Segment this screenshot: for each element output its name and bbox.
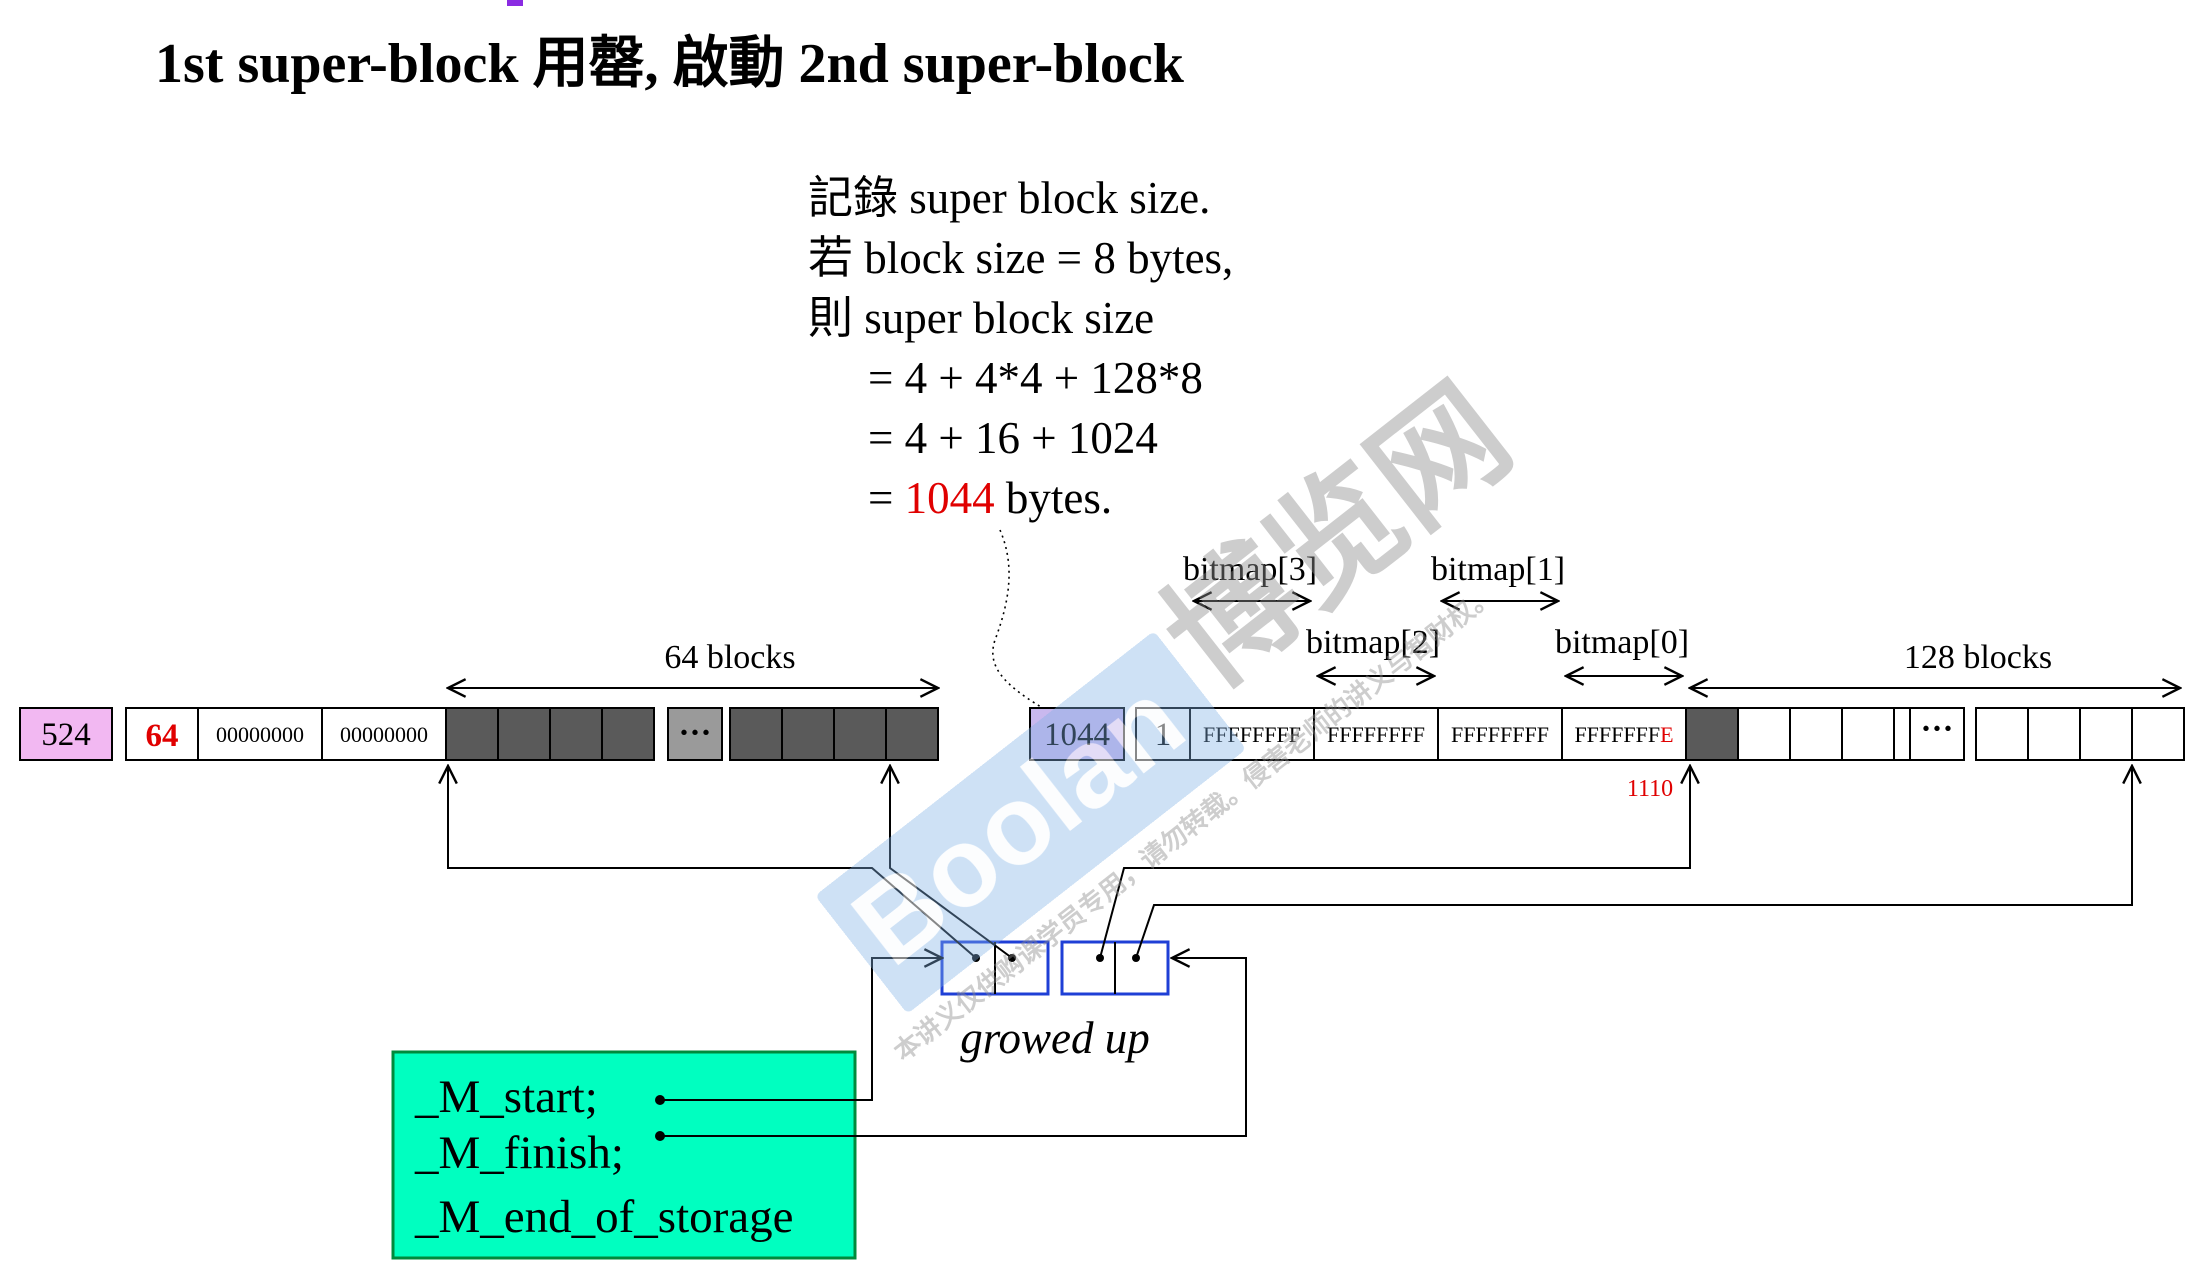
second-block-cell bbox=[1789, 707, 1843, 761]
first-block-cell bbox=[781, 707, 835, 761]
header-accent bbox=[507, 0, 523, 6]
note-result-prefix: = bbox=[868, 473, 905, 523]
struct-field-finish: _M_finish; bbox=[414, 1127, 624, 1179]
first-bitmap-value: 00000000 bbox=[340, 722, 428, 747]
second-bitmap-last-char: E bbox=[1660, 722, 1673, 747]
second-size-cell bbox=[1029, 707, 1125, 761]
second-block-cell bbox=[2027, 707, 2081, 761]
first-size-cell bbox=[19, 707, 113, 761]
pointer-to-first-end bbox=[890, 766, 1013, 959]
first-block-cell bbox=[833, 707, 887, 761]
first-size-value: 524 bbox=[41, 717, 91, 753]
vector-struct: _M_start; _M_finish; _M_end_of_storage bbox=[391, 958, 1247, 1260]
second-bitmap-cell bbox=[1189, 707, 1315, 761]
note-line-3: 則 super block size bbox=[808, 293, 1154, 343]
pointer-to-first-start bbox=[448, 766, 977, 959]
second-block-cell bbox=[1975, 707, 2029, 761]
first-block-cell bbox=[497, 707, 551, 761]
second-ellipsis-cell bbox=[1909, 707, 1965, 761]
second-bitmap-value: FFFFFFFF bbox=[1451, 722, 1549, 747]
bitmap-marker-value: 1110 bbox=[1627, 776, 1673, 802]
start-pointer-line bbox=[660, 958, 942, 1101]
first-bitmap-value: 00000000 bbox=[216, 722, 304, 747]
second-bitmap-value: FFFFFFFF bbox=[1327, 722, 1425, 747]
second-bitmap-value-last: FFFFFFFE bbox=[1574, 722, 1673, 747]
vector-storage: growed up bbox=[940, 940, 1170, 1063]
first-ellipsis-cell bbox=[667, 707, 723, 761]
struct-box bbox=[391, 1050, 857, 1260]
bitmap-0-label: bitmap[0] bbox=[1555, 624, 1689, 661]
first-count-cell bbox=[125, 707, 199, 761]
bitmap-2-label: bitmap[2] bbox=[1306, 624, 1440, 661]
first-bitmap-cell bbox=[197, 707, 323, 761]
first-count-value: 64 bbox=[146, 718, 179, 754]
second-block-cell bbox=[1841, 707, 1895, 761]
second-bitmap-cell bbox=[1561, 707, 1687, 761]
second-ellipsis: ··· bbox=[1920, 711, 1953, 747]
finish-pointer-line bbox=[660, 958, 1247, 1137]
note-line-4: = 4 + 4*4 + 128*8 bbox=[868, 353, 1203, 403]
pointer-to-second-start bbox=[1099, 766, 1690, 959]
note-result: = 1044 bytes. bbox=[868, 473, 1112, 523]
pointer-lines bbox=[448, 766, 2132, 959]
bitmap-1-label: bitmap[1] bbox=[1431, 551, 1565, 588]
second-bitmap-cell bbox=[1437, 707, 1563, 761]
first-block-cell bbox=[601, 707, 655, 761]
second-block-cell bbox=[1737, 707, 1791, 761]
struct-field-end-of-storage: _M_end_of_storage bbox=[414, 1191, 794, 1243]
second-span-label: 128 blocks bbox=[1904, 639, 2052, 676]
note-result-suffix: bytes. bbox=[995, 473, 1113, 523]
vector-growth-label: growed up bbox=[960, 1013, 1150, 1063]
note-line-5: = 4 + 16 + 1024 bbox=[868, 413, 1158, 463]
struct-field-start: _M_start; bbox=[414, 1071, 598, 1123]
size-note: 記錄 super block size. 若 block size = 8 by… bbox=[808, 173, 1233, 523]
second-block-cell bbox=[2131, 707, 2185, 761]
second-super-block: 1044 1 FFFFFFFF FFFFFFFF FFFFFFFF FFFFFF… bbox=[1029, 551, 2185, 802]
pointer-to-second-end bbox=[1135, 766, 2132, 959]
second-block-cell bbox=[2079, 707, 2133, 761]
second-count-value: 1 bbox=[1155, 717, 1172, 753]
first-block-cell bbox=[445, 707, 499, 761]
second-bitmap-value: FFFFFFF bbox=[1574, 722, 1660, 747]
first-span-label: 64 blocks bbox=[664, 639, 795, 676]
first-block-cell bbox=[885, 707, 939, 761]
first-super-block: 524 64 00000000 00000000 ··· 64 blocks bbox=[19, 639, 939, 761]
first-block-cell bbox=[549, 707, 603, 761]
first-ellipsis: ··· bbox=[678, 715, 711, 751]
note-line-2: 若 block size = 8 bytes, bbox=[808, 233, 1233, 283]
second-size-value: 1044 bbox=[1044, 717, 1110, 753]
slide-title: 1st super-block 用罄, 啟動 2nd super-block bbox=[155, 33, 1185, 95]
first-block-cell bbox=[729, 707, 783, 761]
note-line-1: 記錄 super block size. bbox=[808, 173, 1210, 223]
watermark-brand-band bbox=[817, 633, 1244, 1012]
second-used-block-cell bbox=[1685, 707, 1739, 761]
second-bitmap-value: FFFFFFFF bbox=[1203, 722, 1301, 747]
note-result-value: 1044 bbox=[905, 473, 995, 523]
bitmap-3-label: bitmap[3] bbox=[1183, 551, 1317, 588]
note-leader-line bbox=[992, 529, 1061, 719]
